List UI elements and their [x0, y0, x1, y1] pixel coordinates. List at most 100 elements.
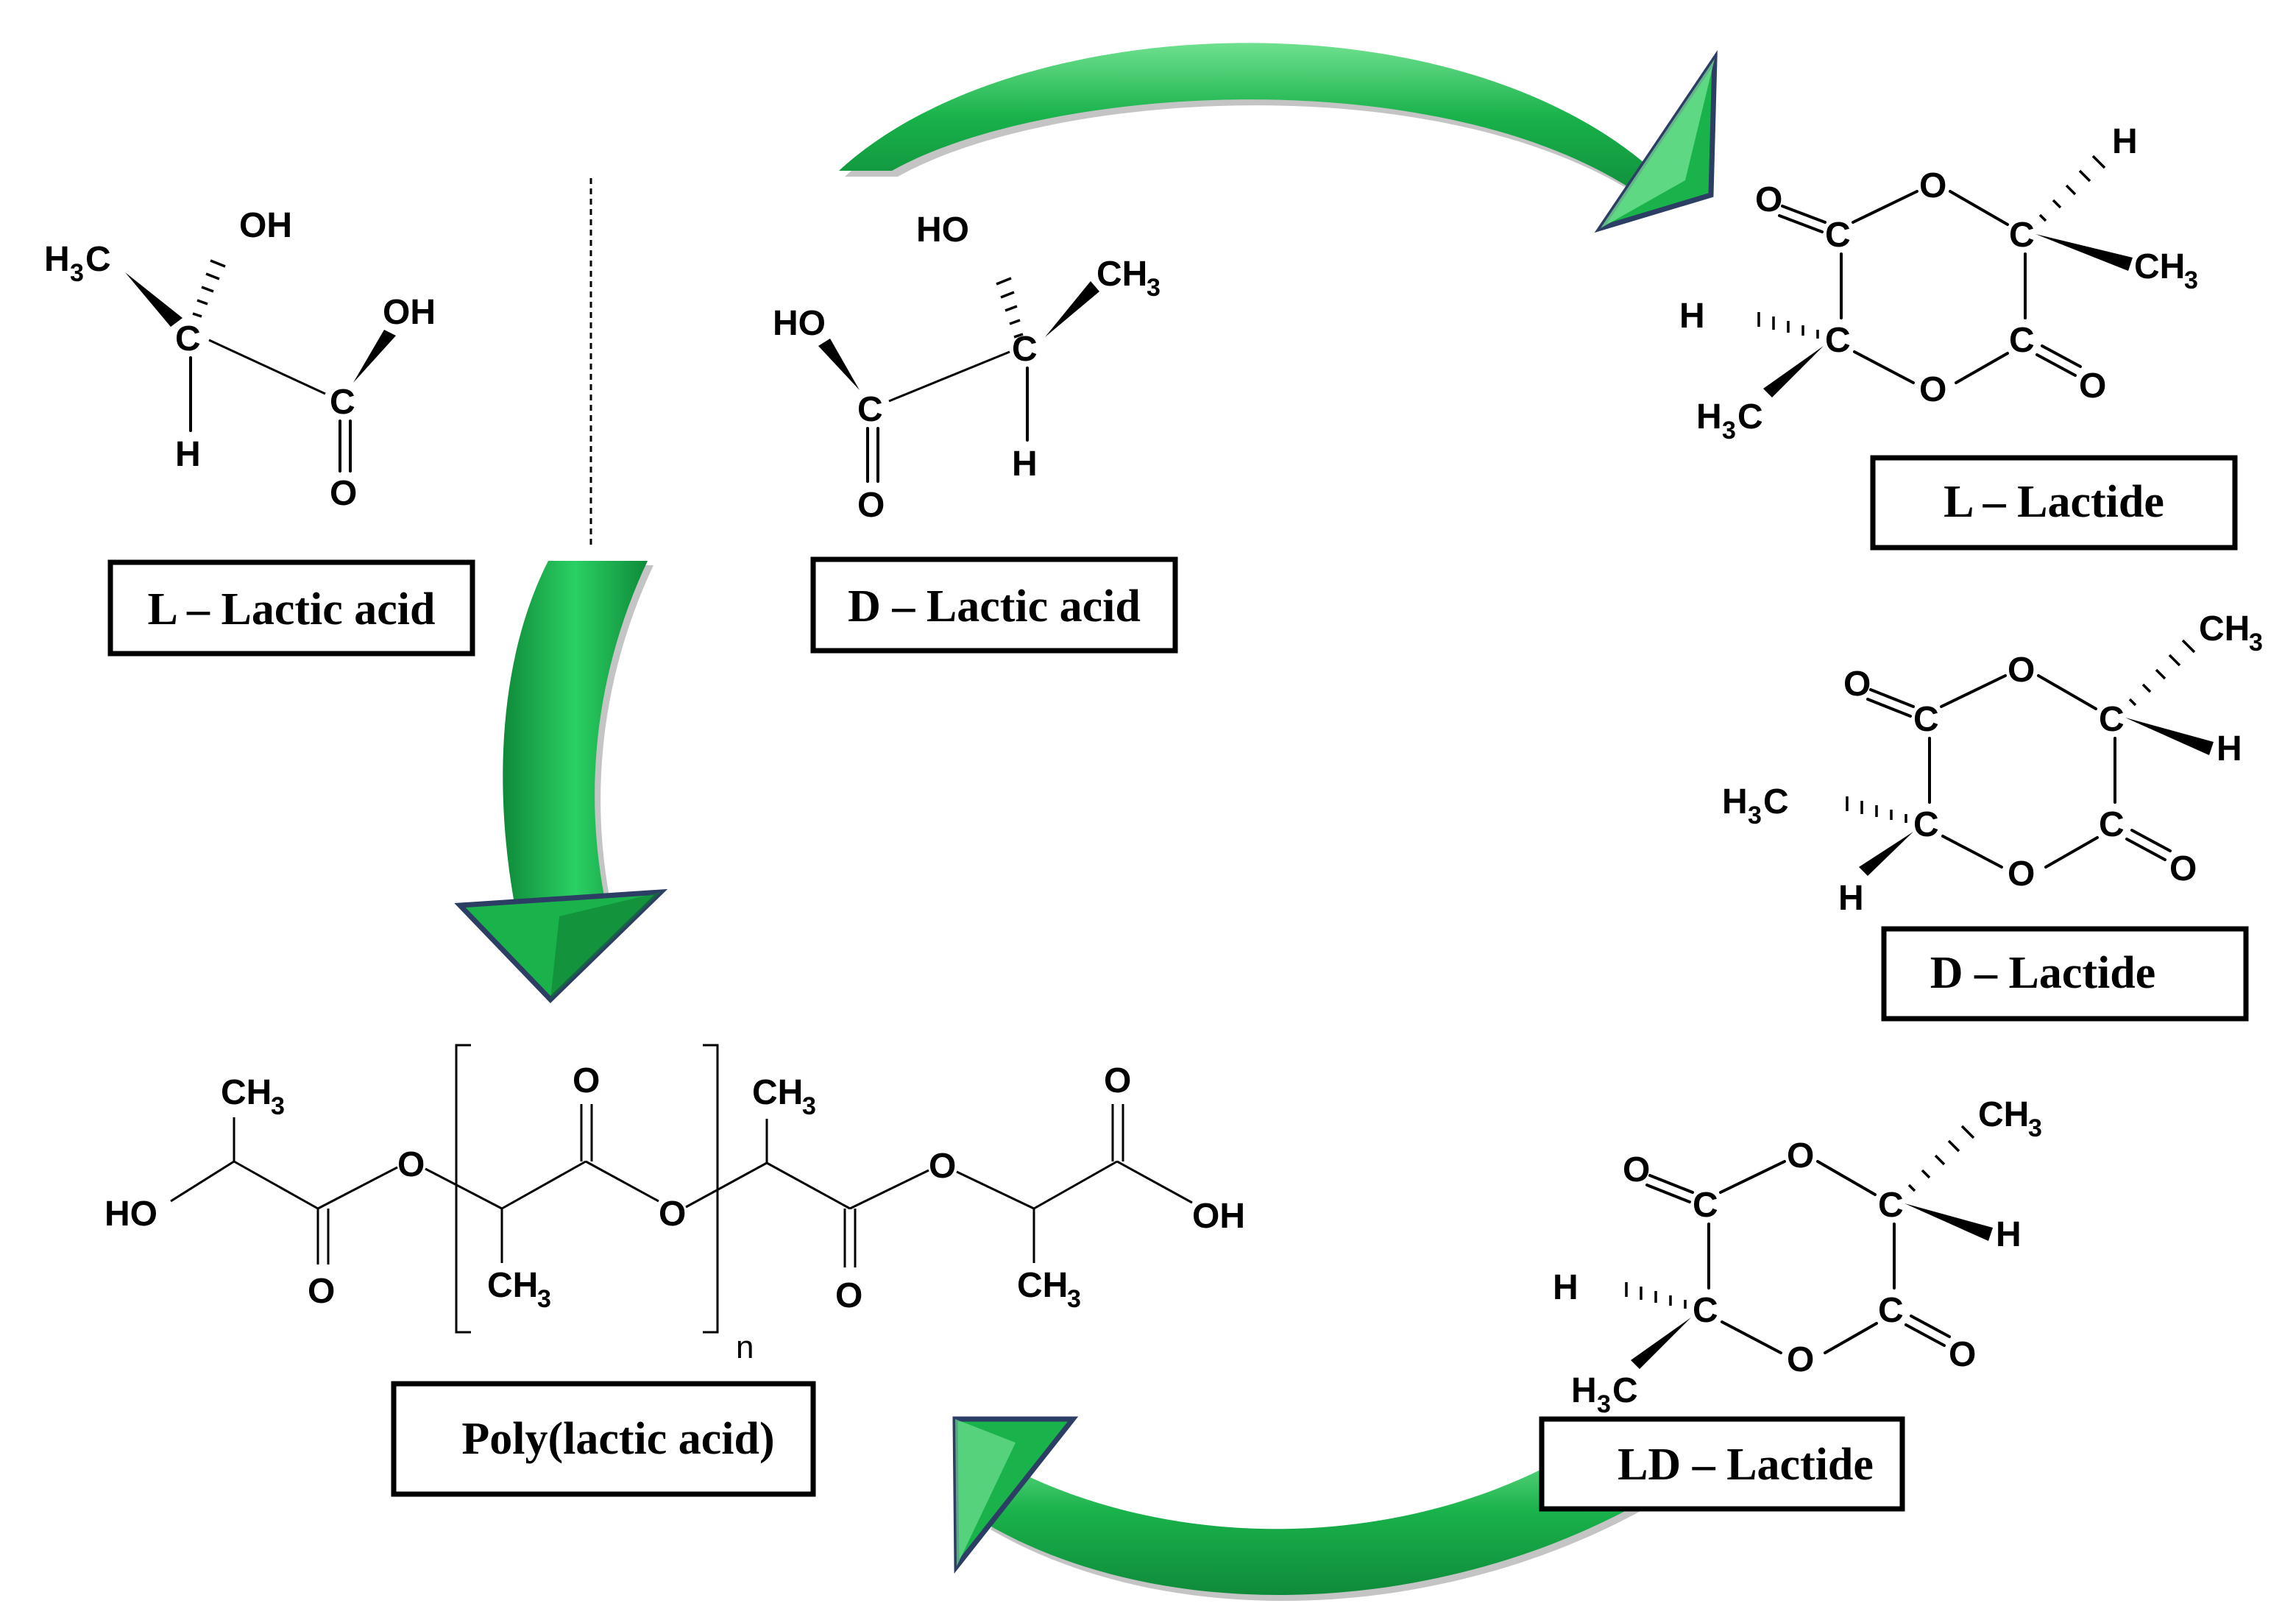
atom-label: C	[1012, 330, 1038, 369]
atom-label: H	[2112, 122, 2138, 161]
atom-label: HO	[916, 211, 969, 250]
atom-label: C	[1825, 216, 1851, 255]
caption-text: LD – Lactide	[1618, 1440, 1874, 1490]
atom-label: C	[175, 319, 201, 358]
atom-label: C	[2099, 700, 2125, 739]
atom-label: O	[1919, 166, 1946, 205]
atom-label: H	[1696, 397, 1722, 436]
atom-label: CH	[752, 1073, 803, 1112]
atom-label: O	[1623, 1150, 1650, 1189]
atom-label: C	[1693, 1291, 1718, 1330]
atom-label: H	[2217, 729, 2242, 768]
atom-label: C	[1763, 782, 1789, 821]
d-lactic-acid-structure: HO C CH 3 H C HO O	[773, 211, 1161, 525]
atom-label: H	[1722, 782, 1748, 821]
caption-text: L – Lactide	[1944, 477, 2164, 527]
atom-subscript: 3	[271, 1092, 285, 1120]
atom-subscript: 3	[2184, 266, 2198, 294]
atom-label: H	[175, 435, 201, 474]
atom-label: C	[2099, 805, 2125, 844]
atom-label: O	[330, 474, 357, 513]
atom-label: H	[1571, 1371, 1597, 1410]
atom-label: C	[330, 383, 355, 422]
atom-label: C	[1737, 397, 1763, 436]
atom-label: CH	[2199, 609, 2250, 648]
atom-label: C	[2009, 321, 2035, 360]
atom-subscript: 3	[1067, 1285, 1081, 1313]
atom-label: O	[835, 1276, 862, 1315]
repeat-index: n	[736, 1329, 754, 1365]
atom-label: CH	[221, 1073, 272, 1112]
atom-subscript: 3	[802, 1092, 816, 1120]
atom-label: C	[857, 390, 883, 429]
l-lactic-acid-structure: H 3 C OH C H C OH O	[44, 206, 436, 513]
atom-subscript: 3	[1597, 1390, 1611, 1418]
atom-label: C	[1878, 1186, 1904, 1225]
atom-subscript: 3	[70, 259, 84, 287]
atom-label: O	[659, 1195, 686, 1234]
atom-label: H	[1838, 879, 1864, 918]
atom-label: CH	[487, 1266, 538, 1305]
d-lactide-structure: O C O C CH 3 H C O O C	[1722, 609, 2263, 918]
atom-subscript: 3	[537, 1285, 551, 1313]
atom-label: CH	[1978, 1095, 2029, 1134]
label-ld-lactide: LD – Lactide	[1539, 1416, 1905, 1512]
atom-subscript: 3	[1748, 802, 1762, 830]
atom-subscript: 3	[1147, 274, 1161, 302]
atom-subscript: 3	[2249, 629, 2263, 657]
left-curved-arrow	[454, 561, 668, 1003]
atom-label: C	[1913, 700, 1939, 739]
top-curved-arrow	[839, 43, 1718, 233]
label-l-lactic-acid: L – Lactic acid	[107, 559, 475, 657]
atom-label: C	[2009, 216, 2035, 255]
atom-label: H	[1012, 445, 1038, 484]
atom-label: H	[1679, 297, 1705, 336]
atom-label: O	[573, 1061, 600, 1100]
caption-text: Poly(lactic acid)	[461, 1414, 774, 1464]
atom-label: C	[1825, 321, 1851, 360]
atom-subscript: 3	[1722, 417, 1736, 445]
atom-label: OH	[1192, 1197, 1245, 1236]
atom-label: O	[929, 1147, 956, 1186]
caption-text: L – Lactic acid	[148, 584, 436, 634]
atom-label: CH	[2134, 247, 2185, 286]
caption-text: D – Lactic acid	[848, 581, 1141, 632]
atom-subscript: 3	[2028, 1114, 2042, 1142]
label-d-lactide: D – Lactide	[1881, 926, 2249, 1022]
atom-label: CH	[1017, 1266, 1068, 1305]
atom-label: OH	[383, 293, 436, 332]
atom-label: HO	[104, 1195, 157, 1234]
atom-label: O	[2169, 849, 2197, 888]
atom-label: H	[44, 240, 70, 279]
atom-label: H	[1996, 1215, 2022, 1254]
ld-lactide-structure: O C O C CH 3 H C O O C	[1553, 1095, 2042, 1418]
atom-label: O	[1787, 1340, 1814, 1379]
atom-label: H	[1553, 1268, 1578, 1307]
atom-label: O	[1949, 1335, 1976, 1374]
bottom-curved-arrow	[952, 1416, 1660, 1602]
pla-structure: HO CH 3 O O n CH 3 O O CH 3 O O	[104, 1044, 1245, 1365]
atom-label: O	[1104, 1061, 1131, 1100]
atom-label: O	[308, 1272, 335, 1311]
atom-label: HO	[773, 304, 826, 343]
atom-label: O	[857, 486, 885, 525]
atom-label: O	[2008, 855, 2035, 894]
atom-label: O	[1787, 1136, 1814, 1175]
caption-text: D – Lactide	[1930, 948, 2156, 998]
l-lactide-structure: O C O C H CH 3 C O O C	[1679, 122, 2198, 445]
atom-label: O	[1843, 665, 1871, 704]
atom-label: O	[2079, 367, 2106, 406]
atom-label: CH	[1096, 255, 1147, 294]
atom-label: C	[1913, 805, 1939, 844]
atom-label: O	[2008, 651, 2035, 690]
atom-label: O	[1919, 370, 1946, 409]
atom-label: O	[397, 1145, 425, 1184]
atom-label: O	[1755, 180, 1782, 219]
atom-label: C	[1878, 1291, 1904, 1330]
label-pla: Poly(lactic acid)	[391, 1381, 816, 1497]
atom-label: C	[1612, 1371, 1638, 1410]
atom-label: C	[1693, 1186, 1718, 1225]
label-l-lactide: L – Lactide	[1870, 455, 2238, 551]
